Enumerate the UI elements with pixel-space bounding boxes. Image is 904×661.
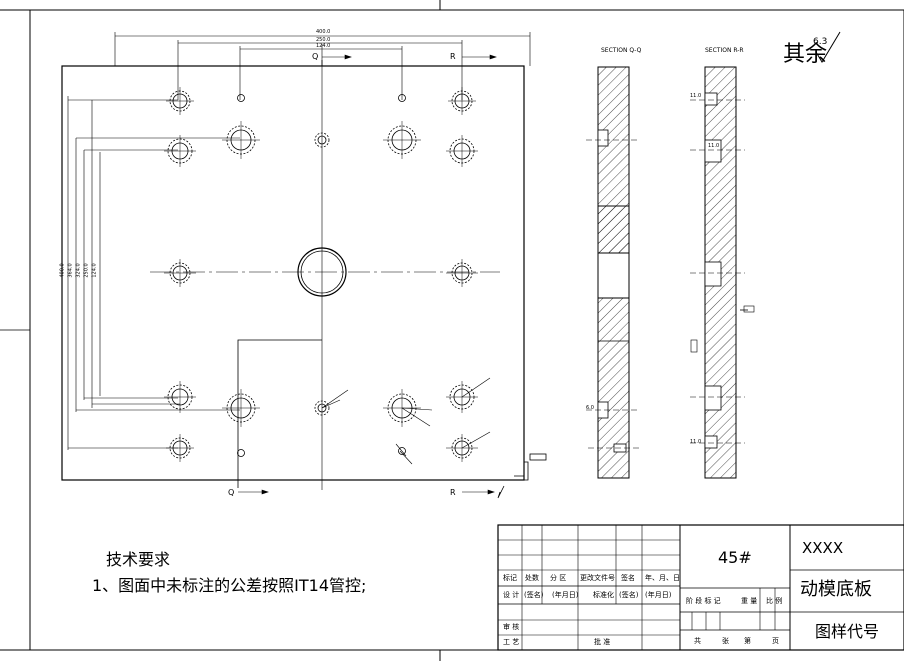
- dim-v2: 364.0: [67, 263, 74, 278]
- cut-label-q-top: Q: [312, 52, 319, 61]
- tb-weight: 重 量: [741, 597, 758, 605]
- tb-standard: 标准化: [593, 591, 614, 599]
- holes: [164, 87, 491, 465]
- dim-v3: 324.0: [75, 263, 82, 278]
- tb-total: 共: [694, 637, 701, 645]
- tech-note-1: 1、图面中未标注的公差按照IT14管控;: [92, 576, 367, 595]
- material: 45#: [718, 548, 752, 567]
- roughness-value: 6.3: [813, 37, 828, 47]
- tb-mark: 标记: [503, 574, 517, 582]
- section-r: [690, 66, 755, 479]
- tb-count: 处数: [525, 574, 539, 582]
- dim-v1: 400.0: [59, 263, 66, 278]
- dim-sec-r-top: 11.0: [690, 93, 702, 99]
- tb-approve: 批 准: [594, 638, 611, 646]
- plate-outline: [61, 44, 525, 490]
- dim-v5: 124.0: [91, 263, 98, 278]
- top-dimensions: [114, 32, 531, 495]
- tb-pages: 页: [772, 637, 779, 645]
- tb-sign-1: (签名): [524, 591, 544, 599]
- part-name: 动模底板: [800, 579, 872, 600]
- tb-sign-2: (签名): [619, 591, 639, 599]
- tb-scale: 比 例: [766, 597, 783, 605]
- roughness-symbol-icon: [815, 31, 841, 63]
- cut-label-q-bottom: Q: [228, 488, 235, 497]
- tb-change-doc: 更改文件号: [580, 574, 615, 582]
- tb-design: 设 计: [503, 591, 520, 599]
- tb-date-2: (年月日): [645, 591, 672, 599]
- hole-guide-small: [167, 90, 475, 459]
- dim-sec-q: 6.0: [586, 405, 594, 411]
- cut-label-r-bottom: R: [450, 488, 456, 497]
- left-dimensions: [67, 96, 240, 450]
- company-name: XXXX: [802, 539, 844, 557]
- dim-sec-r-mid: 11.0: [708, 143, 720, 149]
- dim-inner-width-1: 250.0: [316, 37, 331, 43]
- cut-label-r-top: R: [450, 52, 456, 61]
- tb-zone: 分 区: [550, 574, 567, 582]
- section-q: [586, 66, 640, 479]
- dim-v4: 250.0: [83, 263, 90, 278]
- dim-inner-width-2: 124.0: [316, 43, 331, 49]
- dim-sec-r-bot: 11.0: [690, 439, 702, 445]
- tb-process: 工 艺: [503, 638, 520, 646]
- tb-review: 审 核: [503, 623, 520, 631]
- tb-page: 第: [744, 637, 751, 645]
- title-block: [497, 524, 904, 651]
- tb-date-1: (年月日): [552, 591, 579, 599]
- drawing-number-label: 图样代号: [815, 622, 880, 641]
- tb-sign: 签名: [621, 574, 635, 582]
- tb-sheets: 张: [722, 637, 729, 645]
- tb-date: 年、月、日: [645, 574, 680, 582]
- tb-stage: 阶 段 标 记: [686, 597, 721, 605]
- dim-overall-width: 400.0: [316, 29, 331, 35]
- tech-heading: 技术要求: [106, 550, 171, 569]
- roughness-note: 其余: [783, 42, 828, 67]
- section-r-title: SECTION R-R: [705, 47, 744, 54]
- roughness-small-icon: [497, 453, 547, 499]
- section-q-title: SECTION Q-Q: [601, 47, 642, 54]
